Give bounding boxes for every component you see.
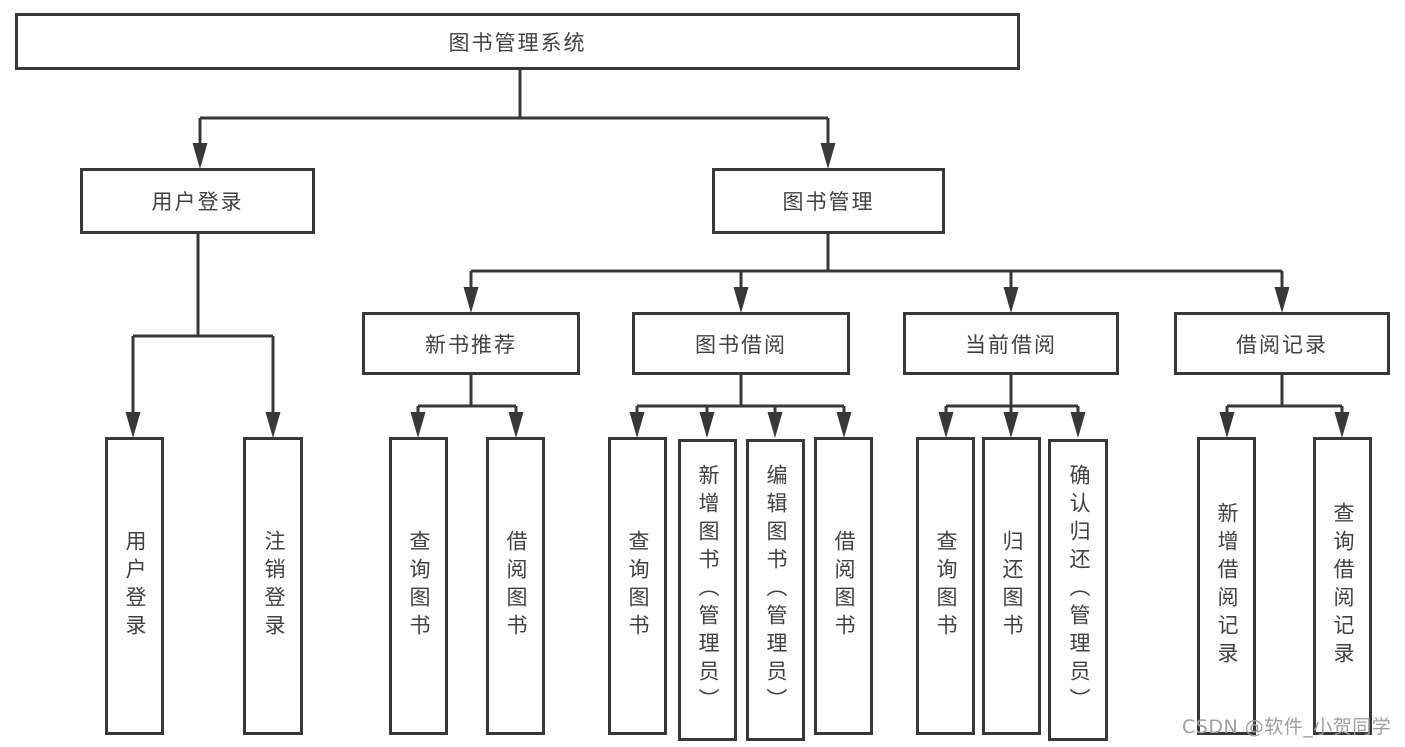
leaf-query-books-borrowing-label: 查询图书 (626, 530, 650, 642)
leaf-return-book: 归还图书 (982, 437, 1041, 735)
leaf-return-book-label: 归还图书 (1000, 530, 1024, 642)
node-book-management: 图书管理 (712, 168, 945, 234)
csdn-watermark: CSDN @软件_小贺同学 (1182, 716, 1392, 738)
node-user-login-label: 用户登录 (151, 190, 244, 214)
leaf-user-login-label: 用户登录 (123, 530, 147, 642)
node-borrowing-records: 借阅记录 (1174, 312, 1390, 375)
node-current-borrowing: 当前借阅 (903, 312, 1119, 375)
leaf-query-borrow-record-label: 查询借阅记录 (1331, 502, 1355, 670)
leaf-borrow-books-borrowing-label: 借阅图书 (832, 530, 856, 642)
leaf-query-books-current: 查询图书 (916, 437, 975, 735)
node-root-label: 图书管理系统 (448, 30, 587, 55)
node-book-borrowing: 图书借阅 (632, 312, 850, 375)
connector-new-book-recommend-to-leaves (410, 375, 524, 438)
leaf-borrow-books-recommend: 借阅图书 (486, 437, 545, 735)
leaf-add-borrow-record: 新增借阅记录 (1197, 437, 1256, 735)
leaf-query-books-recommend: 查询图书 (389, 437, 448, 735)
leaf-edit-book-admin-label: 编辑图书（管理员） (764, 464, 788, 716)
connector-user-login-to-leaves (125, 234, 281, 438)
connector-borrowing-records-to-leaves (1219, 375, 1350, 438)
leaf-borrow-books-recommend-label: 借阅图书 (504, 530, 528, 642)
node-new-book-recommend: 新书推荐 (362, 312, 580, 375)
node-book-borrowing-label: 图书借阅 (695, 332, 787, 357)
leaf-edit-book-admin: 编辑图书（管理员） (746, 439, 805, 741)
leaf-borrow-books-borrowing: 借阅图书 (814, 437, 873, 735)
leaf-logout-label: 注销登录 (262, 530, 286, 642)
leaf-logout: 注销登录 (243, 437, 303, 735)
connector-book-borrowing-to-leaves (629, 375, 852, 438)
connector-current-borrowing-to-leaves (938, 375, 1086, 438)
leaf-query-books-current-label: 查询图书 (934, 530, 958, 642)
node-new-book-recommend-label: 新书推荐 (425, 332, 517, 357)
node-root: 图书管理系统 (15, 13, 1020, 70)
leaf-add-book-admin-label: 新增图书（管理员） (696, 464, 720, 716)
leaf-query-books-borrowing: 查询图书 (608, 437, 667, 735)
leaf-add-borrow-record-label: 新增借阅记录 (1215, 502, 1239, 670)
node-user-login: 用户登录 (80, 168, 315, 234)
leaf-query-borrow-record: 查询借阅记录 (1313, 437, 1372, 735)
node-current-borrowing-label: 当前借阅 (965, 332, 1057, 357)
leaf-confirm-return-admin: 确认归还（管理员） (1048, 439, 1108, 741)
leaf-add-book-admin: 新增图书（管理员） (678, 439, 737, 741)
leaf-query-books-recommend-label: 查询图书 (407, 530, 431, 642)
leaf-confirm-return-admin-label: 确认归还（管理员） (1067, 464, 1091, 716)
node-book-management-label: 图书管理 (782, 190, 875, 214)
connector-root-to-level2 (192, 70, 836, 169)
node-borrowing-records-label: 借阅记录 (1236, 332, 1328, 357)
connector-book-management-to-level3 (463, 234, 1290, 313)
leaf-user-login: 用户登录 (105, 437, 164, 735)
